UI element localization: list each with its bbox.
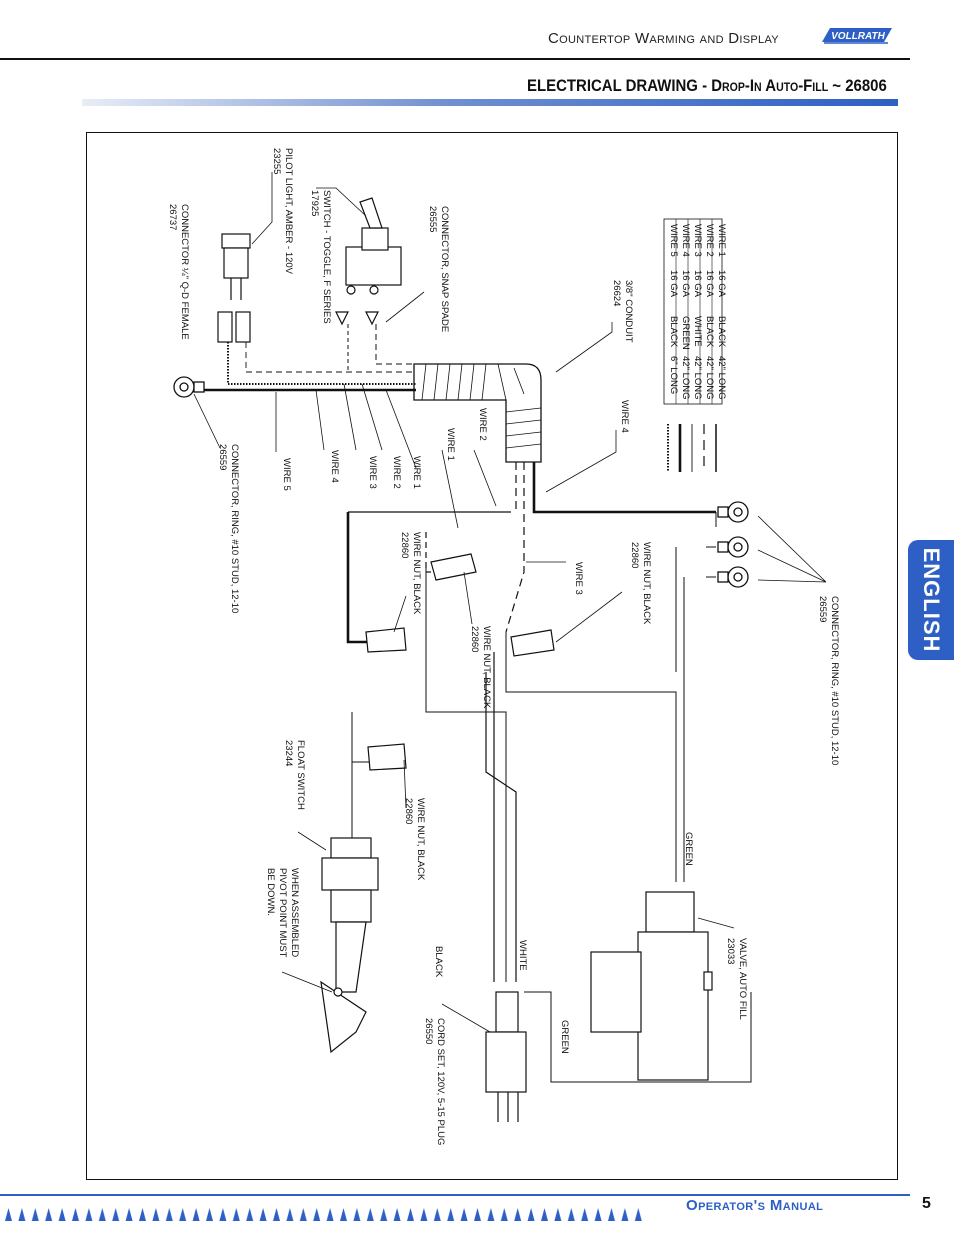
- header-rule: [0, 58, 910, 60]
- label-wire2-top: WIRE 2: [477, 408, 488, 441]
- leader-lines: [193, 172, 827, 1033]
- label-connector-qd: CONNECTOR ¼" Q-D FEMALE: [179, 204, 190, 340]
- toggle-switch: [335, 197, 402, 326]
- label-connector-qd-num: 26737: [167, 204, 178, 230]
- label-wire1-top: WIRE 1: [445, 428, 456, 461]
- label-wire3: WIRE 3: [367, 456, 378, 489]
- label-wire1: WIRE 1: [411, 456, 422, 489]
- table-row-4-gauge: 16 GA: [680, 270, 691, 298]
- label-cord-set-num: 26550: [423, 1018, 434, 1044]
- label-wirenut-1: WIRE NUT, BLACK: [411, 532, 422, 615]
- section-title: ELECTRICAL DRAWING - Drop-In Auto-Fill ~…: [527, 76, 887, 95]
- label-ring-left-num: 26559: [217, 444, 228, 470]
- table-row-1: WIRE 1: [716, 224, 727, 257]
- label-wirenut-4: WIRE NUT, BLACK: [415, 798, 426, 881]
- label-float-switch: FLOAT SWITCH: [295, 740, 306, 810]
- language-tab: ENGLISH: [908, 540, 954, 660]
- table-row-3-length: 42" LONG: [692, 356, 703, 400]
- table-row-2-gauge: 16 GA: [704, 270, 715, 298]
- table-row-2-color: BLACK: [704, 316, 715, 348]
- page-number: 5: [922, 1195, 931, 1212]
- conduit: [413, 363, 542, 463]
- vollrath-logo: VOLLRATH: [822, 28, 892, 44]
- label-white: WHITE: [517, 940, 528, 971]
- table-row-2-length: 42" LONG: [704, 356, 715, 400]
- label-snap-spade: CONNECTOR, SNAP SPADE: [439, 206, 450, 332]
- pilot-light: [217, 233, 251, 343]
- label-snap-spade-num: 26555: [427, 206, 438, 232]
- cord-set: [485, 991, 527, 1122]
- float-switch: [320, 837, 379, 1054]
- label-green-cord: GREEN: [559, 1020, 570, 1054]
- table-row-5: WIRE 5: [668, 224, 679, 257]
- label-black: BLACK: [433, 946, 444, 978]
- label-pivot-note-3: BE DOWN.: [265, 868, 276, 916]
- ring-connectors: [173, 376, 749, 588]
- label-wirenut-2-num: 22860: [469, 626, 480, 652]
- label-wirenut-4-num: 22860: [403, 798, 414, 824]
- table-row-3-gauge: 16 GA: [692, 270, 703, 298]
- header-title: Countertop Warming and Display: [548, 30, 779, 47]
- section-rule: [82, 99, 898, 106]
- label-conduit-num: 26624: [611, 280, 622, 306]
- label-ring-right: CONNECTOR, RING, #10 STUD, 12-10: [829, 596, 840, 765]
- table-row-4-color: GREEN: [680, 316, 691, 350]
- label-ring-left: CONNECTOR, RING, #10 STUD, 12-10: [229, 444, 240, 613]
- label-wire4-top: WIRE 4: [619, 400, 630, 433]
- label-wire3-mid: WIRE 3: [573, 562, 584, 595]
- label-wire5: WIRE 5: [281, 458, 292, 491]
- label-pivot-note-2: PIVOT POINT MUST: [277, 868, 288, 958]
- table-row-1-length: 42" LONG: [716, 356, 727, 400]
- label-wire2: WIRE 2: [391, 456, 402, 489]
- drawing-frame: [86, 132, 898, 1180]
- table-row-5-color: BLACK: [668, 316, 679, 348]
- table-row-5-gauge: 16 GA: [668, 270, 679, 298]
- label-pilot-light: PILOT LIGHT, AMBER - 120V: [283, 148, 294, 275]
- valve: [590, 891, 713, 1081]
- label-wirenut-1-num: 22860: [399, 532, 410, 558]
- label-wirenut-2: WIRE NUT, BLACK: [481, 626, 492, 709]
- labels: PILOT LIGHT, AMBER - 120V 23255 CONNECTO…: [167, 148, 840, 1145]
- label-valve-num: 23033: [725, 938, 736, 964]
- label-green-valve: GREEN: [683, 832, 694, 866]
- label-wirenut-3-num: 22860: [629, 542, 640, 568]
- table-row-4: WIRE 4: [680, 224, 691, 257]
- wire-nuts: [365, 553, 555, 771]
- label-wire4: WIRE 4: [329, 450, 340, 483]
- label-ring-right-num: 26559: [817, 596, 828, 622]
- footer-rule: [0, 1194, 910, 1196]
- footer-triangle-pattern: [2, 1206, 644, 1222]
- label-valve: VALVE, AUTO FILL: [737, 938, 748, 1020]
- label-pilot-light-num: 23255: [271, 148, 282, 174]
- table-row-5-length: 6" LONG: [668, 356, 679, 394]
- label-switch-num: 17925: [309, 190, 320, 216]
- label-conduit: 3/8" CONDUIT: [623, 280, 634, 343]
- svg-text:VOLLRATH: VOLLRATH: [831, 31, 885, 42]
- table-row-4-length: 42" LONG: [680, 356, 691, 400]
- table-row-3-color: WHITE: [692, 316, 703, 347]
- label-float-switch-num: 23244: [283, 740, 294, 766]
- label-pivot-note-1: WHEN ASSEMBLED: [289, 868, 300, 957]
- label-switch: SWITCH - TOGGLE, F SERIES: [321, 190, 332, 324]
- table-row-3: WIRE 3: [692, 224, 703, 257]
- table-row-2: WIRE 2: [704, 224, 715, 257]
- footer-manual-title: Operator's Manual: [686, 1197, 824, 1214]
- label-cord-set: CORD SET, 120V, 5-15 PLUG: [435, 1018, 446, 1145]
- label-wirenut-3: WIRE NUT, BLACK: [641, 542, 652, 625]
- table-row-1-gauge: 16 GA: [716, 270, 727, 298]
- table-row-1-color: BLACK: [716, 316, 727, 348]
